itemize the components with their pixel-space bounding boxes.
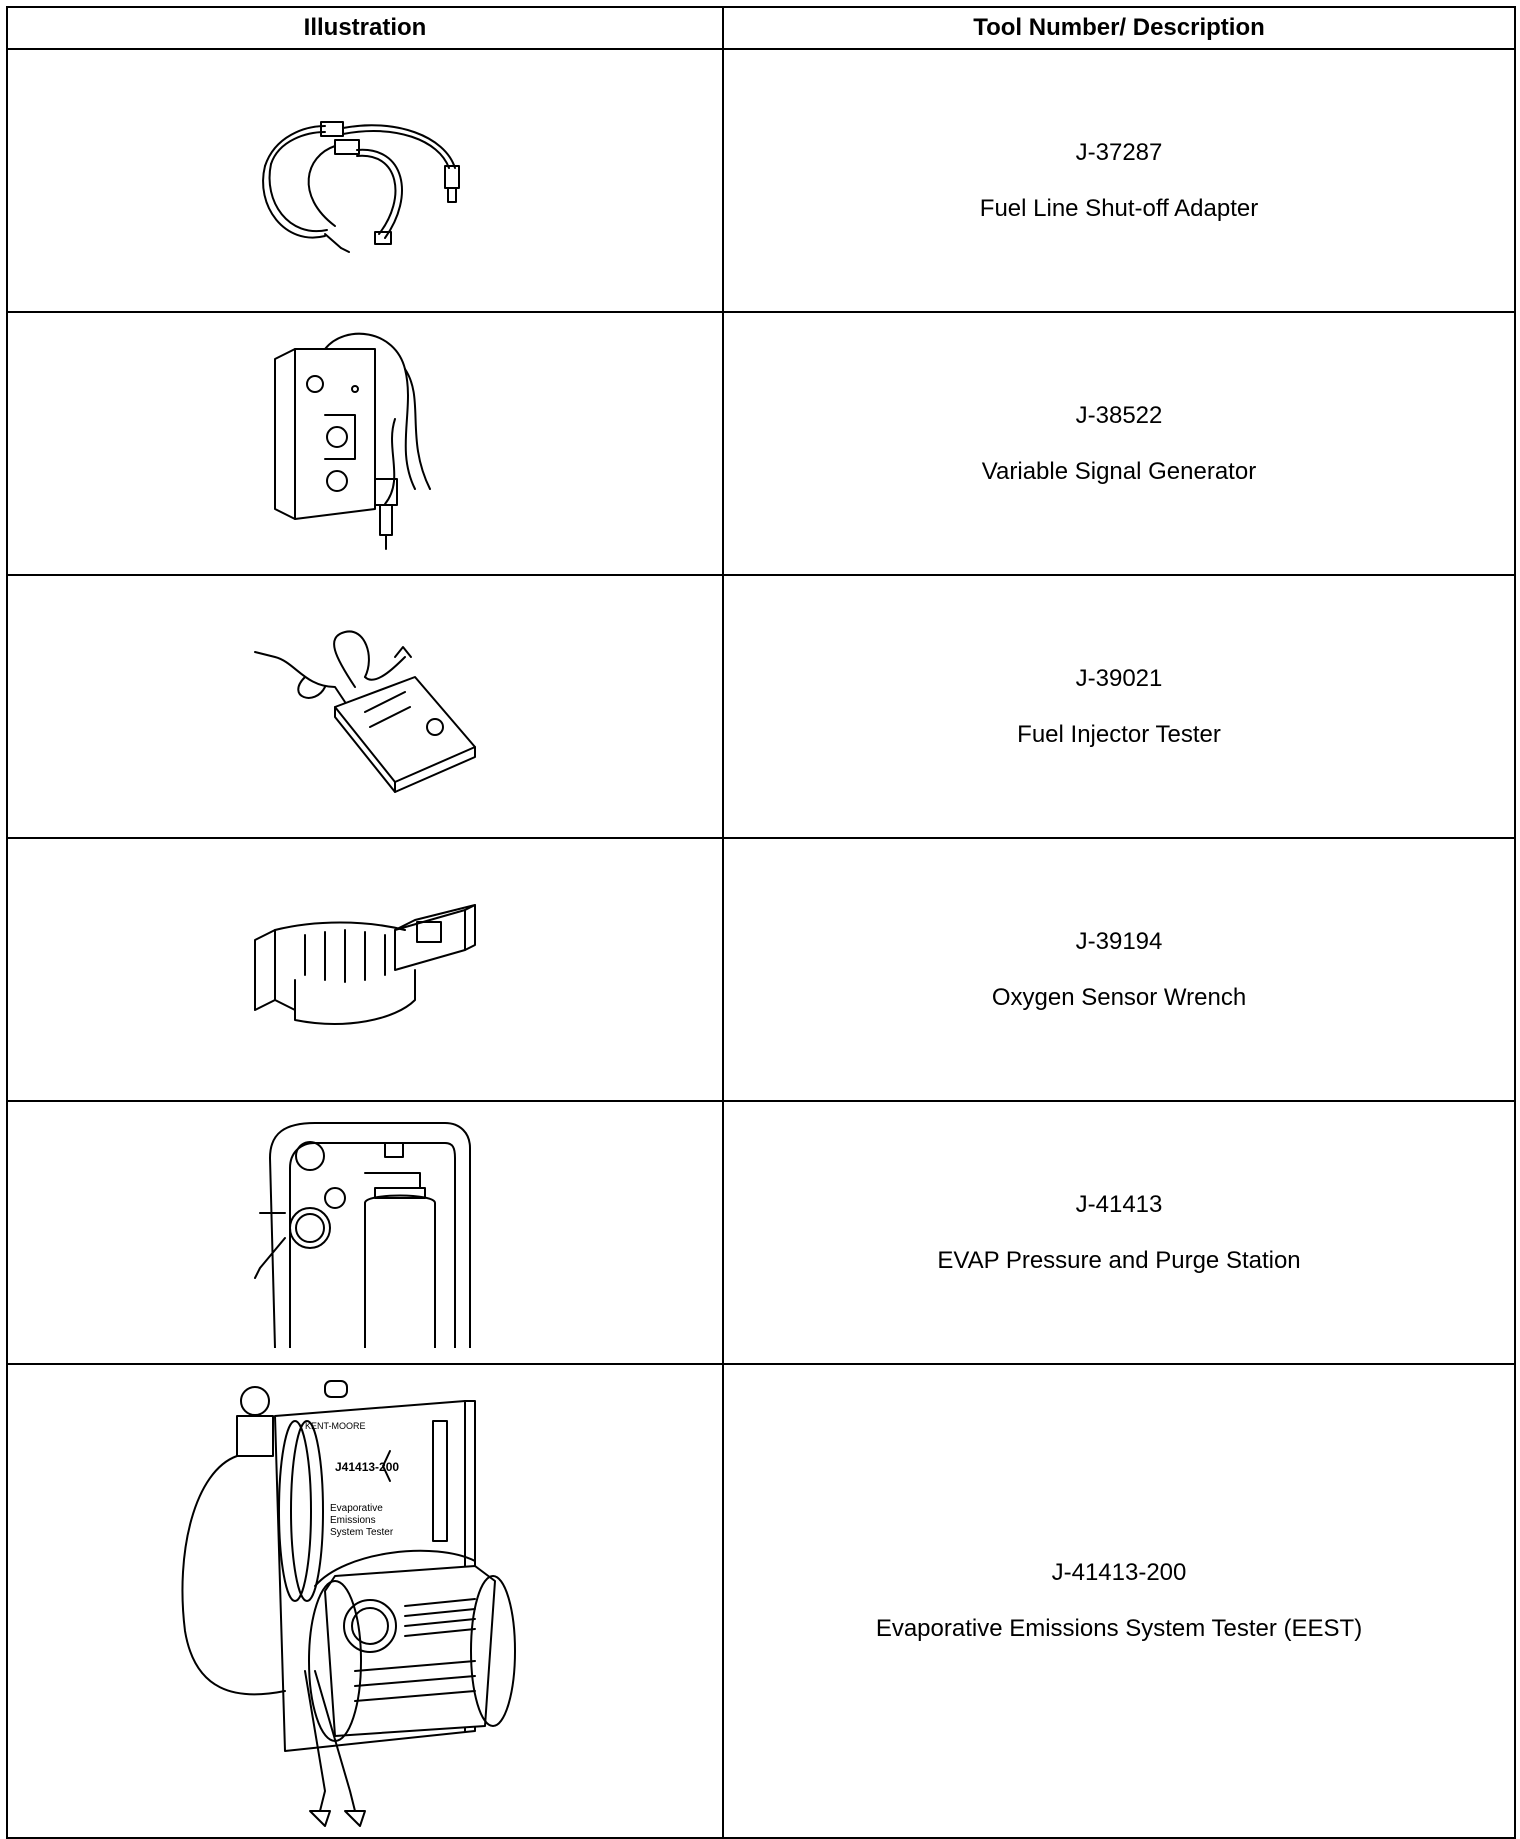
eest-label-line3: System Tester: [330, 1527, 394, 1538]
fuel-line-shutoff-adapter-illustration: [262, 120, 460, 253]
illustration-cell: [6, 48, 724, 313]
variable-signal-generator-illustration: [274, 332, 431, 550]
header-illustration: Illustration: [6, 6, 724, 50]
eest-label-line1: Evaporative: [330, 1503, 383, 1514]
eest-label-brand: KENT-MOORE: [305, 1421, 366, 1431]
table-row: KENT-MOORE J41413-200 Evaporative Emissi…: [6, 1363, 1516, 1839]
tool-number: J-39194: [1075, 927, 1163, 955]
special-tools-table: Illustration Tool Number/ Description: [6, 6, 1516, 1839]
tool-number: J-39021: [1075, 664, 1163, 692]
illustration-cell: [6, 837, 724, 1102]
tool-description: Evaporative Emissions System Tester (EES…: [875, 1615, 1363, 1642]
oxygen-sensor-wrench-illustration: [254, 903, 476, 1025]
tool-description-cell: J-41413 EVAP Pressure and Purge Station: [722, 1100, 1516, 1365]
eest-label-line2: Emissions: [330, 1515, 376, 1526]
tool-number: J-41413-200: [1051, 1559, 1187, 1586]
tool-description-cell: J-37287 Fuel Line Shut-off Adapter: [722, 48, 1516, 313]
illustration-cell: [6, 574, 724, 839]
table-row: J-38522 Variable Signal Generator: [6, 311, 1516, 576]
eest-illustration: KENT-MOORE J41413-200 Evaporative Emissi…: [181, 1380, 516, 1827]
illustration-cell: KENT-MOORE J41413-200 Evaporative Emissi…: [6, 1363, 724, 1839]
eest-label-model: J41413-200: [335, 1460, 399, 1474]
tool-description: EVAP Pressure and Purge Station: [937, 1246, 1301, 1274]
tool-number: J-38522: [1075, 401, 1163, 429]
table-row: J-37287 Fuel Line Shut-off Adapter: [6, 48, 1516, 313]
tool-description-cell: J-41413-200 Evaporative Emissions System…: [722, 1363, 1516, 1839]
tool-description: Fuel Line Shut-off Adapter: [979, 194, 1259, 222]
tool-description-cell: J-39021 Fuel Injector Tester: [722, 574, 1516, 839]
tool-description: Variable Signal Generator: [981, 457, 1257, 485]
tool-number: J-37287: [1075, 138, 1163, 166]
tool-number: J-41413: [1075, 1190, 1163, 1218]
tool-description-cell: J-39194 Oxygen Sensor Wrench: [722, 837, 1516, 1102]
illustration-cell: [6, 1100, 724, 1365]
table-row: J-39021 Fuel Injector Tester: [6, 574, 1516, 839]
illustration-cell: [6, 311, 724, 576]
table-header-row: Illustration Tool Number/ Description: [6, 6, 1516, 50]
tool-description: Oxygen Sensor Wrench: [991, 983, 1247, 1011]
tool-description-cell: J-38522 Variable Signal Generator: [722, 311, 1516, 576]
header-tool-number-description: Tool Number/ Description: [722, 6, 1516, 50]
tool-description: Fuel Injector Tester: [1017, 720, 1221, 748]
table-row: J-41413 EVAP Pressure and Purge Station: [6, 1100, 1516, 1365]
table-row: J-39194 Oxygen Sensor Wrench: [6, 837, 1516, 1102]
evap-pressure-purge-station-illustration: [254, 1121, 471, 1348]
fuel-injector-tester-illustration: [254, 630, 476, 793]
